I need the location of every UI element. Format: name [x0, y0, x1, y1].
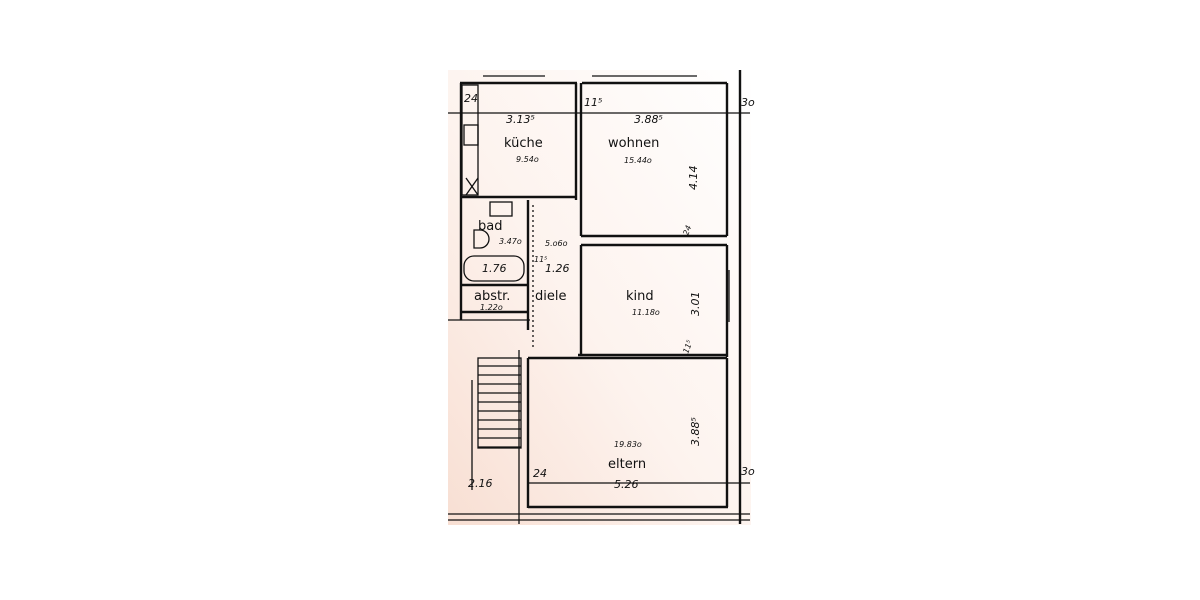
eltern-width: 5.26 [614, 478, 639, 491]
bad-area: 3.47o [499, 237, 522, 246]
plan-paper [448, 70, 751, 525]
kueche-width: 3.13⁵ [506, 113, 535, 126]
kueche-name: küche [504, 136, 543, 151]
kueche-area: 9.54o [516, 155, 539, 164]
diele-width: 1.26 [545, 262, 570, 275]
kind-area: 11.18o [632, 308, 660, 317]
kind-name: kind [626, 289, 654, 304]
eltern-area: 19.83o [614, 440, 642, 449]
kitchen-appliances [461, 84, 479, 196]
bad-tub: 1.76 [482, 262, 507, 275]
dim-30-top: 3o [741, 96, 755, 109]
dim-11-kind: 11⁵ [681, 339, 694, 355]
eltern-depth: 3.88⁵ [689, 417, 702, 446]
bad-name: bad [478, 219, 502, 234]
wohnen-width: 3.88⁵ [634, 113, 663, 126]
abstr-name: abstr. [474, 289, 510, 304]
dim-11-diele: 11⁵ [534, 255, 547, 264]
stair-treads [478, 365, 521, 448]
walls [448, 70, 750, 524]
eltern-name: eltern [608, 457, 646, 472]
dim-24-wohnen: 24 [681, 224, 693, 237]
dim-11-top: 11⁵ [584, 96, 602, 109]
dim-24-eltern: 24 [533, 467, 547, 480]
dim-24-top: 24 [464, 92, 478, 105]
dim-30-bottom: 3o [741, 465, 755, 478]
diele-area: 5.o6o [545, 239, 568, 248]
wohnen-area: 15.44o [624, 156, 652, 165]
labels: 3.13⁵ küche 9.54o 3.88⁵ wohnen 15.44o 4.… [464, 92, 755, 491]
dim-stair-width: 2.16 [468, 477, 493, 490]
wohnen-depth: 4.14 [687, 166, 700, 191]
diele-name: diele [535, 289, 566, 304]
wohnen-name: wohnen [608, 136, 659, 151]
abstr-area: 1.22o [480, 303, 503, 312]
kind-depth: 3.01 [689, 292, 702, 317]
